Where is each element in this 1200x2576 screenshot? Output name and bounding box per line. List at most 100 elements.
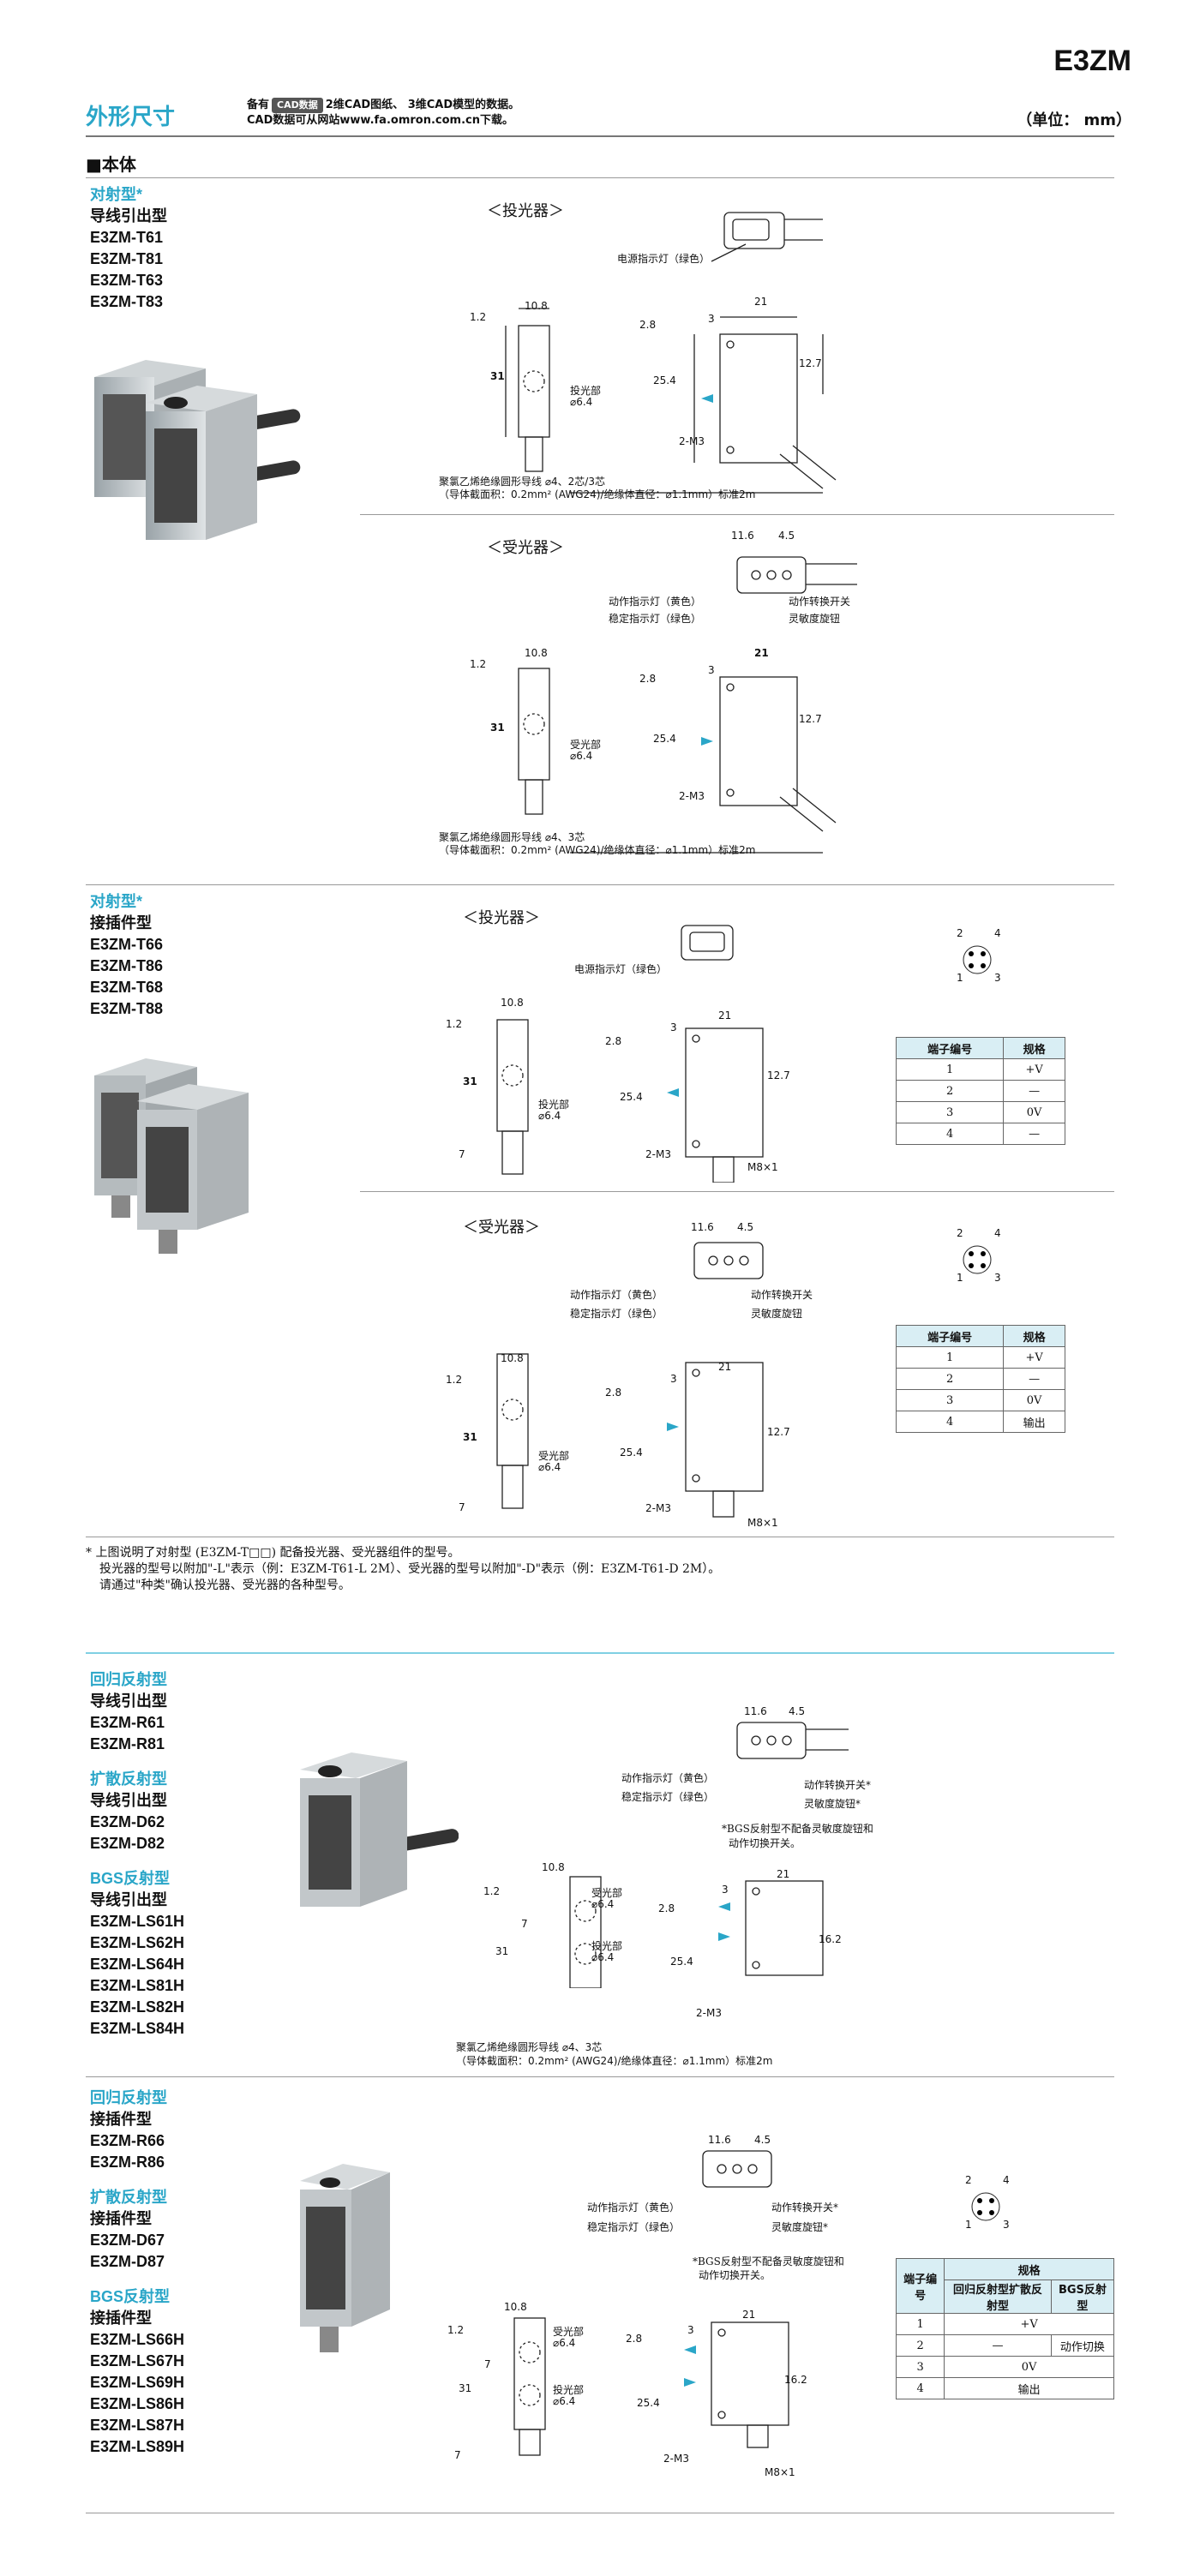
td: +V	[1003, 1058, 1065, 1081]
dim-11-6: 11.6	[691, 1221, 714, 1233]
group-2-subtitle: 接插件型	[90, 914, 152, 932]
sens-knob-label: 灵敏度旋钮*	[771, 2221, 829, 2233]
cable-label-1: 聚氯乙烯绝缘圆形导线 ⌀4、3芯	[456, 2041, 603, 2053]
dim-31: 31	[490, 370, 505, 382]
group-title: BGS反射型	[90, 1870, 171, 1887]
mode-switch-label: 动作转换开关*	[804, 1779, 872, 1791]
td: 3	[895, 2356, 945, 2378]
unit-label: （单位： mm）	[1017, 111, 1131, 129]
drawing-emitter-connector	[496, 925, 764, 1183]
th: 端子编号	[895, 1325, 1005, 1347]
pin-4: 4	[994, 927, 1001, 939]
dim-21: 21	[718, 1009, 732, 1021]
sens-knob-label: 灵敏度旋钮	[789, 613, 841, 625]
dim-12-7: 12.7	[799, 713, 822, 725]
cad-line1: 2维CAD图纸、 3维CAD模型的数据。	[325, 99, 520, 111]
stab-led-label: 稳定指示灯（绿色）	[587, 2221, 681, 2233]
drawing-emitter-cable	[505, 212, 837, 494]
product-photo-t-connector	[94, 1058, 249, 1254]
op-led-label: 动作指示灯（黄色）	[587, 2202, 681, 2214]
td: 输出	[944, 2377, 1114, 2399]
emit-part-label: 投光部	[591, 1940, 623, 1952]
pin-4: 4	[1003, 2174, 1010, 2186]
op-led-label: 动作指示灯（黄色）	[570, 1289, 663, 1301]
group-subtitle: 导线引出型	[90, 1792, 167, 1809]
td: —	[1003, 1368, 1065, 1390]
group-4-models: 回归反射型 接插件型 E3ZM-R66 E3ZM-R86 扩散反射型 接插件型 …	[90, 2088, 184, 2458]
divider	[86, 2076, 1114, 2077]
sens-knob-label: 灵敏度旋钮*	[804, 1798, 861, 1810]
td: +V	[1003, 1346, 1065, 1369]
dim-2-8: 2.8	[605, 1035, 622, 1047]
dim-7: 7	[454, 2449, 461, 2461]
td: 1	[895, 2313, 945, 2335]
group-2-models: 对射型* 接插件型 E3ZM-T66 E3ZM-T86 E3ZM-T68 E3Z…	[90, 891, 163, 1020]
m8-label: M8×1	[747, 1517, 778, 1529]
td: 2	[895, 1368, 1005, 1390]
dim-7: 7	[459, 1148, 465, 1160]
recv-part-label: 受光部	[538, 1450, 570, 1462]
emit-part-label: 投光部	[570, 385, 602, 397]
group-1-title: 对射型*	[90, 186, 143, 203]
td: —	[944, 2334, 1052, 2357]
dim-11-6: 11.6	[708, 2134, 731, 2146]
m3-label: 2-M3	[645, 1502, 671, 1514]
model: E3ZM-T68	[90, 979, 164, 996]
section-rule	[86, 1652, 1114, 1654]
drawing-receiver-connector	[496, 1242, 764, 1518]
receiver-view-label-2: ＜受光器＞	[463, 1219, 540, 1237]
model: E3ZM-T83	[90, 293, 164, 310]
m8-label: M8×1	[765, 2466, 795, 2478]
recv-part-label: 受光部	[591, 1887, 623, 1899]
dim-3: 3	[670, 1021, 677, 1033]
phi-label: ⌀6.4	[553, 2395, 576, 2407]
emitter-view-label-1: ＜投光器＞	[487, 202, 564, 220]
th: BGS反射型	[1050, 2279, 1115, 2314]
pin-1: 1	[957, 972, 963, 984]
dim-11-6: 11.6	[731, 530, 754, 542]
drawing-reflective-cable	[569, 1722, 849, 1988]
dim-21: 21	[718, 1361, 732, 1373]
dim-2-8: 2.8	[639, 319, 657, 331]
bgs-note-2: 动作切换开关。	[699, 2269, 771, 2281]
divider	[86, 884, 1114, 885]
model: E3ZM-LS64H	[90, 1956, 185, 1973]
pin-2: 2	[957, 1227, 963, 1239]
dim-7: 7	[459, 1501, 465, 1513]
mode-switch-label: 动作转换开关	[751, 1289, 813, 1301]
footnote-line-2: 投光器的型号以附加"-L"表示（例：E3ZM-T61-L 2M）、受光器的型号以…	[99, 1562, 721, 1576]
th: 规格	[944, 2258, 1114, 2280]
model: E3ZM-LS84H	[90, 2020, 185, 2037]
pin-4: 4	[994, 1227, 1001, 1239]
model: E3ZM-LS67H	[90, 2352, 185, 2369]
recv-part-label: 受光部	[553, 2326, 585, 2338]
dim-25-4: 25.4	[670, 1956, 693, 1968]
th: 回归反射型扩散反射型	[944, 2279, 1052, 2314]
model: E3ZM-LS89H	[90, 2438, 185, 2455]
phi-label: ⌀6.4	[591, 1951, 615, 1963]
group-title: 扩散反射型	[90, 1770, 167, 1788]
divider	[360, 514, 1114, 515]
receiver-view-label-1: ＜受光器＞	[487, 539, 564, 557]
phi-label: ⌀6.4	[570, 750, 593, 762]
td: 4	[895, 1123, 1005, 1145]
dim-25-4: 25.4	[653, 733, 676, 745]
pin-1: 1	[965, 2219, 972, 2231]
model: E3ZM-LS66H	[90, 2331, 185, 2348]
dim-21: 21	[742, 2309, 756, 2321]
dim-2-8: 2.8	[605, 1387, 622, 1399]
op-led-label: 动作指示灯（黄色）	[621, 1772, 715, 1784]
cad-badge: CAD数据	[272, 98, 323, 113]
pin-3: 3	[994, 972, 1001, 984]
m3-label: 2-M3	[663, 2453, 689, 2465]
pin-3: 3	[994, 1272, 1001, 1284]
footnote-line-1: * 上图说明了对射型 (E3ZM-T□□) 配备投光器、受光器组件的型号。	[86, 1546, 460, 1560]
phi-label: ⌀6.4	[570, 396, 593, 408]
mode-switch-label: 动作转换开关	[789, 596, 851, 608]
model: E3ZM-T61	[90, 229, 164, 246]
bgs-note-1: *BGS反射型不配备灵敏度旋钮和	[693, 2255, 844, 2267]
stab-led-label: 稳定指示灯（绿色）	[570, 1308, 663, 1320]
